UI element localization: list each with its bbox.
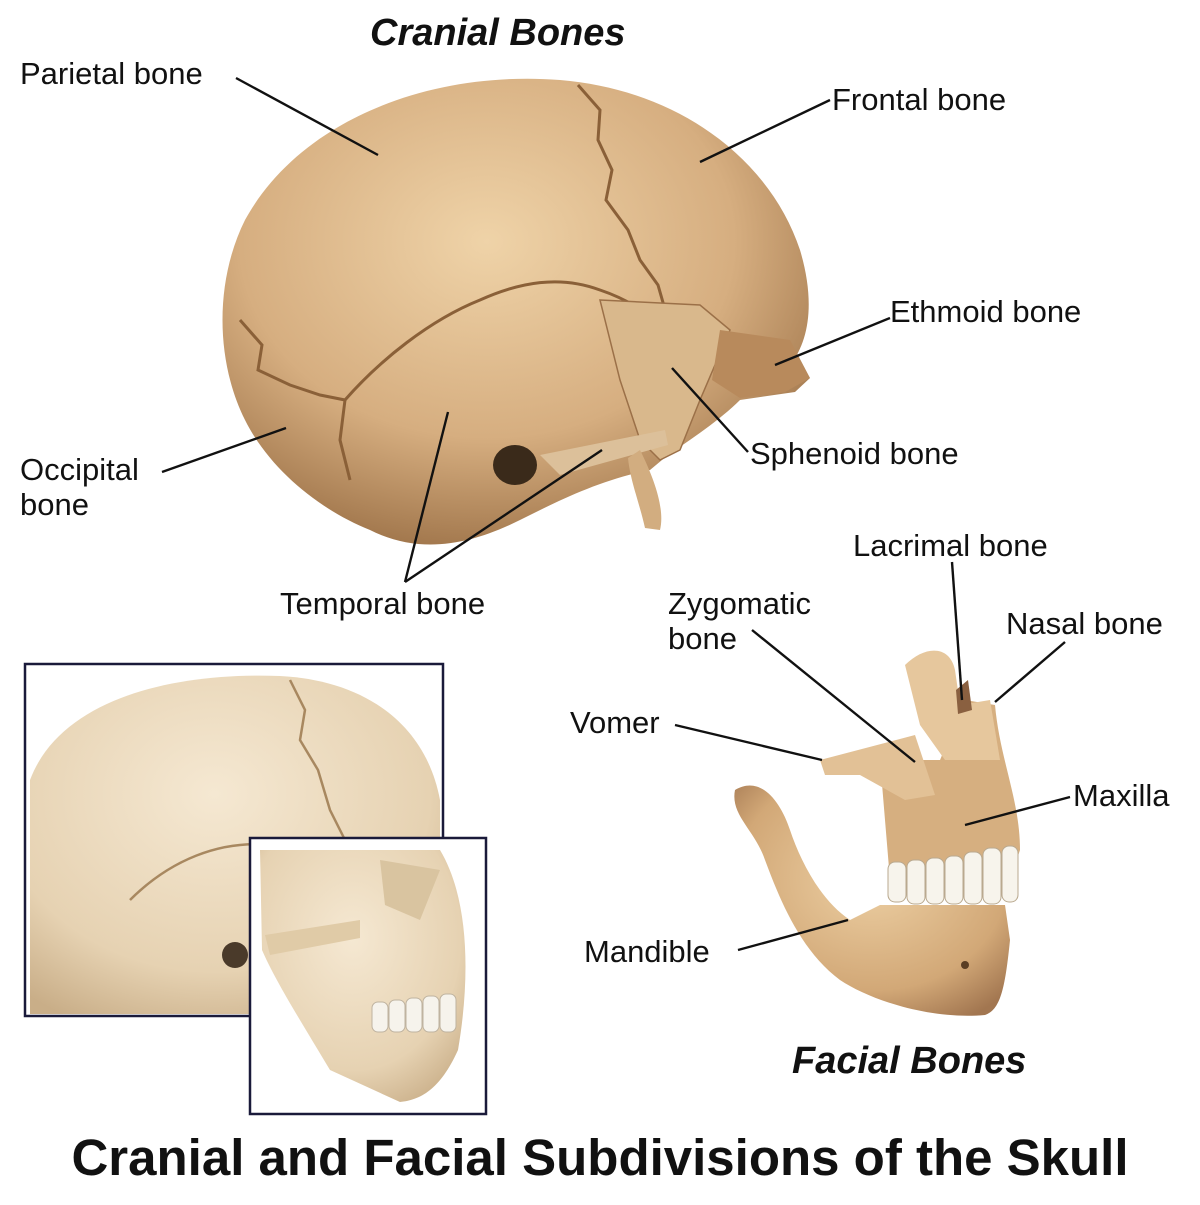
inset-zygomatic-arch bbox=[265, 920, 360, 955]
leader-lacrimal bbox=[950, 561, 964, 701]
label-lacrimal-bone: Lacrimal bone bbox=[853, 528, 1048, 563]
label-vomer: Vomer bbox=[570, 705, 660, 740]
zygomatic-shape bbox=[820, 735, 935, 800]
sphenoid-wing bbox=[599, 299, 731, 461]
leader-temporal-a bbox=[403, 411, 450, 583]
ethmoid-shape bbox=[712, 330, 810, 398]
inset-coronal-suture bbox=[288, 679, 347, 841]
mental-foramen bbox=[961, 961, 969, 969]
leader-frontal bbox=[699, 98, 831, 164]
lambdoid-suture bbox=[238, 319, 352, 481]
label-nasal-bone: Nasal bone bbox=[1006, 606, 1163, 641]
label-temporal-bone: Temporal bone bbox=[280, 586, 486, 621]
zygomatic-process bbox=[540, 430, 668, 475]
diagram-title: Cranial and Facial Subdivisions of the S… bbox=[71, 1129, 1129, 1186]
inset-ear-opening bbox=[222, 942, 248, 968]
label-ethmoid-bone: Ethmoid bone bbox=[890, 294, 1082, 329]
leader-temporal-b bbox=[404, 449, 603, 583]
mandible-shape bbox=[734, 785, 1010, 1016]
label-mandible: Mandible bbox=[584, 934, 710, 969]
inset-eye-orbit bbox=[380, 860, 440, 920]
label-occipital-bone: Occipital bone bbox=[20, 452, 139, 522]
cranial-bones-illustration bbox=[222, 78, 810, 545]
cranial-bones-heading: Cranial Bones bbox=[370, 12, 626, 54]
label-sphenoid-bone: Sphenoid bone bbox=[750, 436, 959, 471]
facial-bones-illustration bbox=[734, 650, 1020, 1016]
whole-skull-inset bbox=[23, 662, 488, 1116]
leader-ethmoid bbox=[774, 316, 891, 367]
nasal-process-shape bbox=[905, 650, 1000, 760]
leader-maxilla bbox=[964, 795, 1071, 827]
label-zygomatic-bone: Zygomatic bone bbox=[668, 586, 811, 656]
facial-bones-heading: Facial Bones bbox=[792, 1040, 1027, 1082]
facial-teeth bbox=[887, 845, 1019, 905]
leader-sphenoid bbox=[671, 367, 749, 453]
leader-occipital bbox=[161, 426, 287, 474]
leader-lines bbox=[161, 76, 1071, 952]
leader-mandible bbox=[737, 918, 849, 952]
lacrimal-shape bbox=[956, 680, 972, 714]
label-frontal-bone: Frontal bone bbox=[832, 82, 1007, 117]
label-parietal-bone: Parietal bone bbox=[20, 56, 203, 91]
coronal-suture bbox=[576, 84, 670, 321]
pterygoid-process bbox=[628, 450, 662, 530]
leader-nasal bbox=[994, 641, 1066, 703]
ear-opening bbox=[493, 445, 537, 485]
leader-vomer bbox=[674, 723, 823, 762]
label-maxilla: Maxilla bbox=[1073, 778, 1170, 813]
leader-parietal bbox=[235, 76, 379, 157]
inset-teeth bbox=[371, 993, 457, 1033]
leader-zygomatic bbox=[751, 629, 916, 763]
